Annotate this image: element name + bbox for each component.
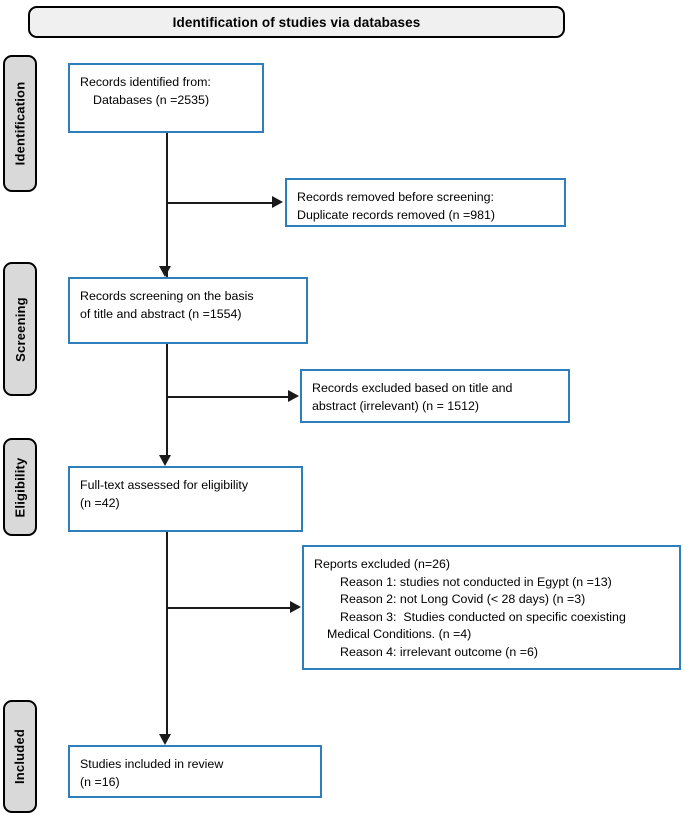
stage-label-screening: Screening [12, 296, 28, 362]
box-reports-excluded: Reports excluded (n=26) Reason 1: studie… [302, 545, 681, 670]
stage-label-eligibility: Eligibility [12, 457, 28, 517]
box-studies-included-line-1: Studies included in review [80, 757, 224, 771]
box-reports-excluded-reason-3-cont: Medical Conditions. (n =4) [327, 627, 472, 642]
connector-line-screening-to-fulltext [166, 344, 168, 455]
stage-pill-included: Included [3, 700, 37, 813]
stage-label-identification: Identification [12, 81, 28, 166]
stage-pill-identification: Identification [3, 55, 37, 192]
box-fulltext-line-2: (n =42) [80, 495, 120, 510]
box-reports-excluded-reason-4: Reason 4: irrelevant outcome (n =6) [340, 645, 539, 660]
box-records-excluded-line-2: abstract (irrelevant) (n = 1512) [312, 398, 480, 413]
connector-line-to-reports-excluded [166, 607, 290, 609]
box-records-removed-line-1: Records removed before screening: [297, 190, 494, 204]
box-records-identified-line-1: Records identified from: [80, 75, 211, 89]
connector-line-identified-to-screening [166, 133, 168, 277]
box-reports-excluded-reason-3: Reason 3: Studies conducted on specific … [340, 609, 626, 624]
box-records-identified: Records identified from: Databases (n =2… [68, 63, 264, 133]
connector-line-to-excluded-title-abstract [166, 396, 288, 398]
arrowhead-to-reports-excluded-icon [290, 601, 301, 613]
box-records-removed-before-screening: Records removed before screening: Duplic… [285, 178, 566, 227]
arrowhead-to-duplicates-icon [272, 196, 283, 208]
arrowhead-into-screening-icon [159, 266, 171, 277]
box-studies-included: Studies included in review (n =16) [68, 745, 322, 798]
stage-pill-eligibility: Eligibility [3, 438, 37, 536]
arrowhead-into-included-icon [159, 734, 171, 745]
connector-line-to-duplicates [166, 202, 272, 204]
box-records-excluded-title-abstract: Records excluded based on title and abst… [300, 369, 570, 423]
stage-label-included: Included [12, 728, 28, 785]
arrowhead-into-fulltext-icon [159, 455, 171, 466]
box-reports-excluded-line-1: Reports excluded (n=26) [314, 557, 451, 571]
diagram-title: Identification of studies via databases [172, 14, 421, 30]
stage-pill-screening: Screening [3, 262, 37, 396]
box-records-screening-line-1: Records screening on the basis [80, 289, 254, 303]
header-banner: Identification of studies via databases [28, 6, 565, 38]
box-records-screening-line-2: of title and abstract (n =1554) [80, 306, 242, 321]
connector-line-fulltext-to-included [166, 532, 168, 734]
box-records-excluded-line-1: Records excluded based on title and [312, 381, 513, 395]
box-records-removed-line-2: Duplicate records removed (n =981) [297, 207, 496, 222]
box-reports-excluded-reason-2: Reason 2: not Long Covid (< 28 days) (n … [340, 592, 586, 607]
box-reports-excluded-reason-1: Reason 1: studies not conducted in Egypt… [340, 574, 612, 589]
box-fulltext-assessed: Full-text assessed for eligibility (n =4… [68, 466, 303, 532]
box-records-screening: Records screening on the basis of title … [68, 277, 308, 344]
box-records-identified-line-2: Databases (n =2535) [93, 92, 210, 107]
arrowhead-to-excluded-title-abstract-icon [288, 390, 299, 402]
box-fulltext-line-1: Full-text assessed for eligibility [80, 478, 249, 492]
box-studies-included-line-2: (n =16) [80, 774, 120, 789]
